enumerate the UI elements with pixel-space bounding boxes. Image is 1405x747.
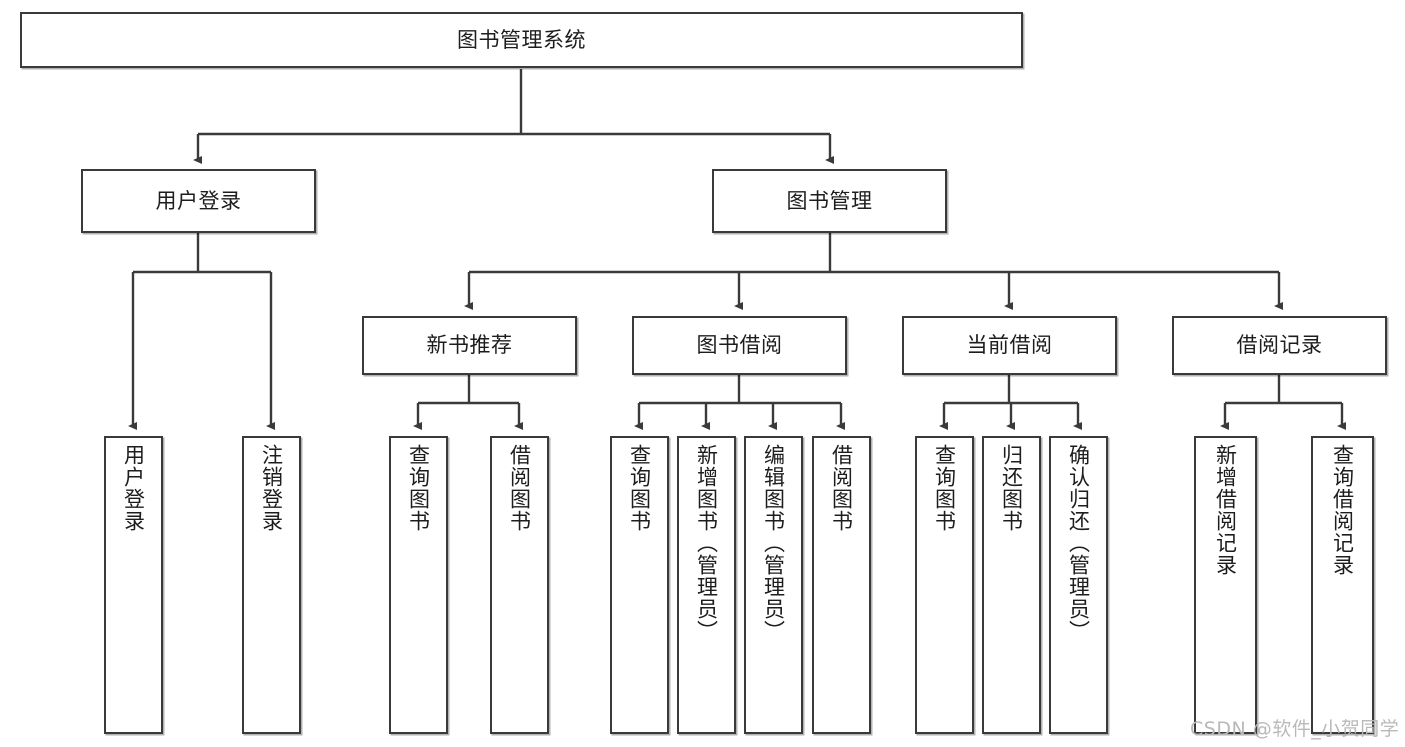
leaf-new-book-borrow-label: 借阅图书 (507, 444, 532, 532)
leaf-user-login-signin-label: 用户登录 (121, 444, 146, 532)
leaf-new-book-borrow[interactable]: 借阅图书 (490, 436, 549, 734)
leaf-borrow-borrow-book[interactable]: 借阅图书 (812, 436, 871, 734)
node-borrow-records[interactable]: 借阅记录 (1172, 316, 1387, 375)
node-new-book-recommend[interactable]: 新书推荐 (362, 316, 577, 375)
leaf-current-return-book[interactable]: 归还图书 (982, 436, 1041, 734)
leaf-user-login-signout-label: 注销登录 (259, 444, 284, 532)
node-book-management-label: 图书管理 (786, 188, 873, 213)
node-book-borrow-label: 图书借阅 (696, 333, 783, 358)
leaf-current-return-book-label: 归还图书 (999, 444, 1024, 532)
csdn-watermark: CSDN @软件_小贺同学 (1190, 718, 1400, 740)
leaf-current-confirm-return[interactable]: 确认归还（管理员） (1049, 436, 1108, 734)
leaf-borrow-add-book[interactable]: 新增图书（管理员） (677, 436, 736, 734)
leaf-user-login-signout[interactable]: 注销登录 (242, 436, 301, 734)
node-root-label: 图书管理系统 (457, 27, 586, 52)
leaf-user-login-signin[interactable]: 用户登录 (104, 436, 163, 734)
node-user-login[interactable]: 用户登录 (81, 169, 316, 233)
node-current-borrow[interactable]: 当前借阅 (902, 316, 1117, 375)
leaf-borrow-edit-book[interactable]: 编辑图书（管理员） (744, 436, 803, 734)
node-borrow-records-label: 借阅记录 (1236, 333, 1323, 358)
node-current-borrow-label: 当前借阅 (966, 333, 1053, 358)
leaf-borrow-add-book-label: 新增图书（管理员） (694, 444, 719, 642)
leaf-current-query-book-label: 查询图书 (932, 444, 957, 532)
leaf-records-add-record[interactable]: 新增借阅记录 (1194, 436, 1257, 734)
leaf-borrow-borrow-book-label: 借阅图书 (829, 444, 854, 532)
node-user-login-label: 用户登录 (155, 188, 242, 213)
node-root[interactable]: 图书管理系统 (20, 12, 1023, 68)
leaf-borrow-query-book[interactable]: 查询图书 (610, 436, 669, 734)
leaf-borrow-edit-book-label: 编辑图书（管理员） (761, 444, 786, 642)
leaf-records-query-record[interactable]: 查询借阅记录 (1311, 436, 1374, 734)
leaf-new-book-query-label: 查询图书 (406, 444, 431, 532)
leaf-new-book-query[interactable]: 查询图书 (389, 436, 448, 734)
leaf-current-confirm-return-label: 确认归还（管理员） (1066, 444, 1091, 642)
node-book-borrow[interactable]: 图书借阅 (632, 316, 847, 375)
node-new-book-recommend-label: 新书推荐 (426, 333, 513, 358)
leaf-current-query-book[interactable]: 查询图书 (915, 436, 974, 734)
node-book-management[interactable]: 图书管理 (712, 169, 947, 233)
leaf-borrow-query-book-label: 查询图书 (627, 444, 652, 532)
leaf-records-add-record-label: 新增借阅记录 (1213, 444, 1238, 576)
leaf-records-query-record-label: 查询借阅记录 (1330, 444, 1355, 576)
